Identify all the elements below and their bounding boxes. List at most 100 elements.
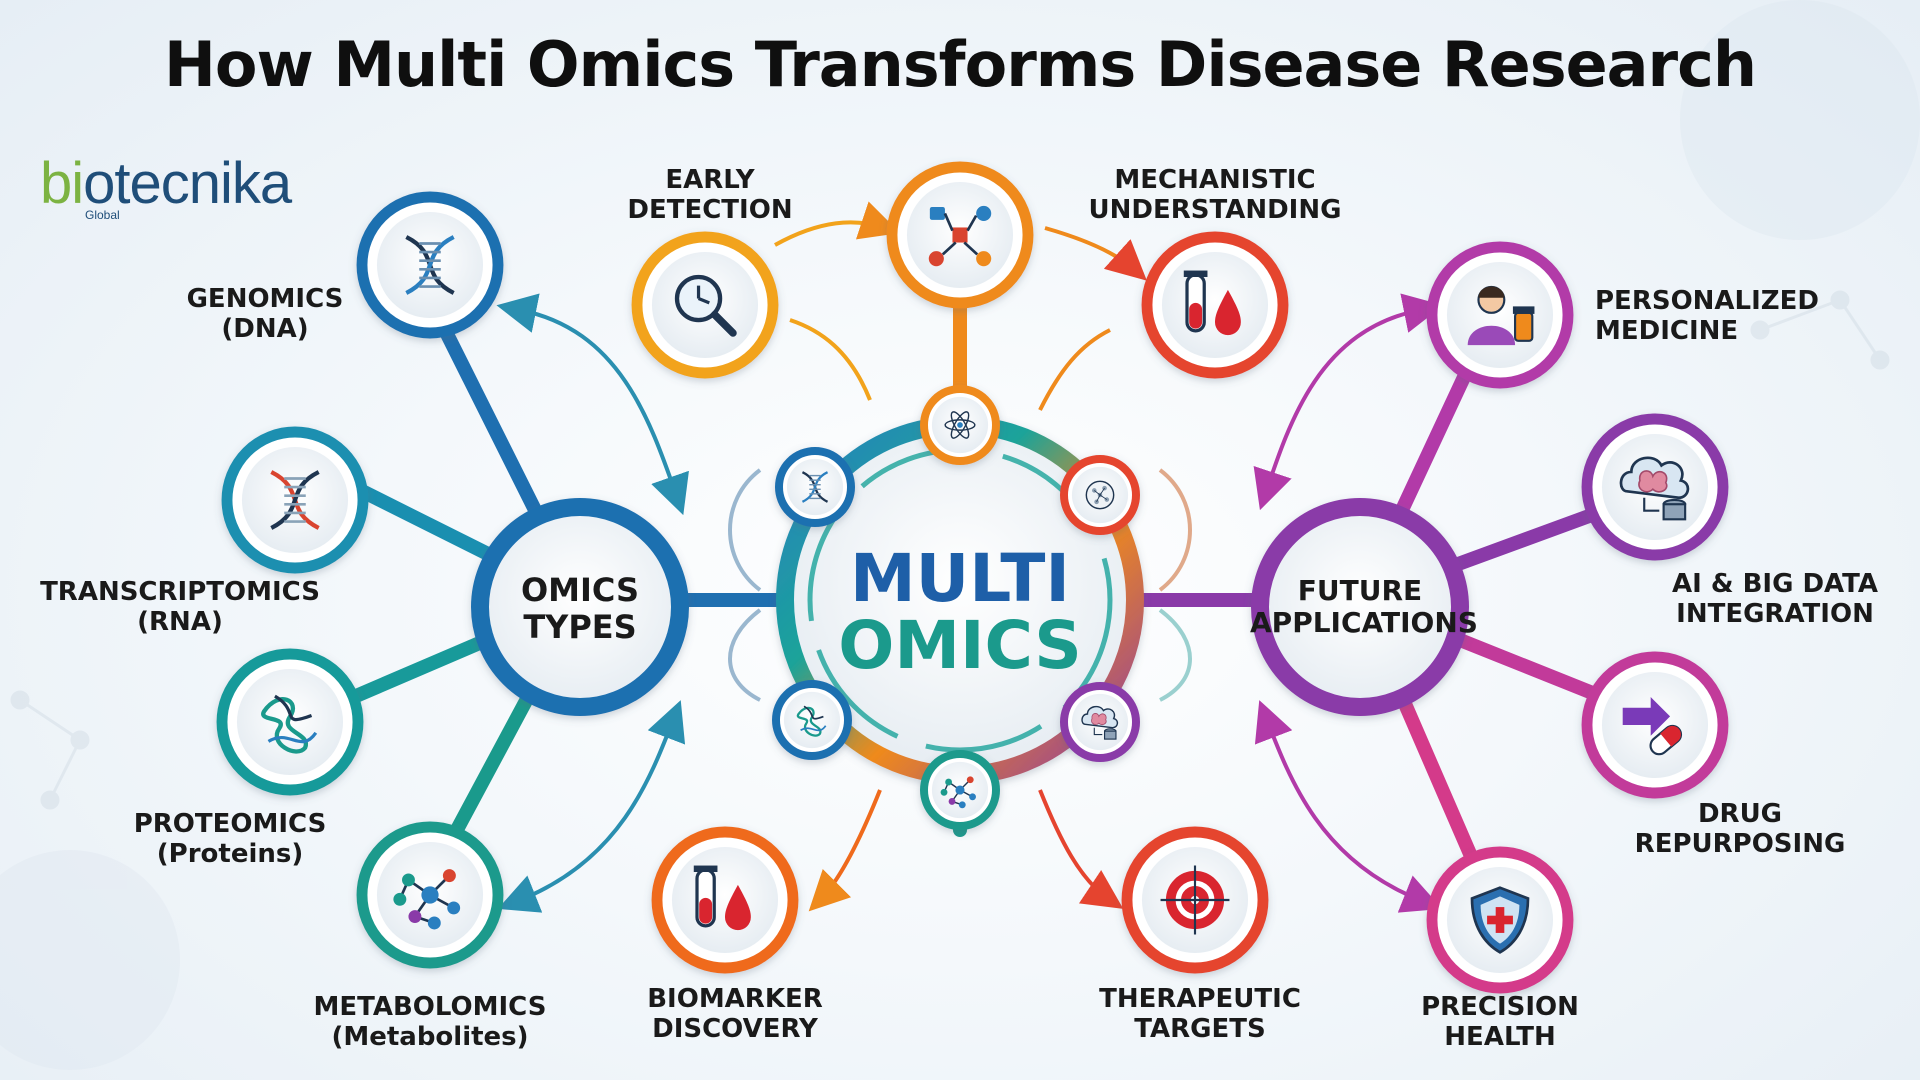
label-line2: (Metabolites) [331,1021,529,1052]
dna-icon [801,471,829,503]
label-metabolomics: METABOLOMICS (Metabolites) [300,992,560,1053]
future-applications-hub-label: FUTURE APPLICATIONS [1250,574,1478,640]
label-line2: HEALTH [1444,1021,1556,1052]
label-line1: PERSONALIZED [1595,286,1819,316]
label-line2: (RNA) [137,606,223,637]
node-personalized-medicine [1426,241,1574,389]
node-ai-big-data [1581,413,1729,561]
future-hub-line1: FUTURE [1297,574,1423,607]
label-biomarker-discovery: BIOMARKER DISCOVERY [625,984,845,1045]
label-line1: GENOMICS [186,284,344,314]
arrow-pill-icon [1622,697,1683,756]
rna-icon [270,470,320,530]
label-line2: TARGETS [1134,1013,1266,1044]
node-proteomics [216,648,364,796]
label-proteomics: PROTEOMICS (Proteins) [110,809,350,870]
label-drug-repurposing: DRUG REPURPOSING [1620,799,1860,860]
label-line1: THERAPEUTIC [1099,984,1301,1014]
node-mechanistic-understanding-disc [1161,251,1269,359]
node-biomarker-discovery [651,826,799,974]
logo-part-blue: otecnika [83,151,292,216]
ring-molecule-network-icon-4 [920,750,1000,830]
omics-hub-line1: OMICS [520,571,640,609]
label-line1: EARLY [665,165,755,195]
label-precision-health: PRECISION HEALTH [1390,992,1610,1053]
node-transcriptomics [221,426,369,574]
workflow-icon [928,205,992,267]
label-mechanistic-understanding: MECHANISTIC UNDERSTANDING [1080,165,1350,226]
hub-future-applications [1251,498,1469,716]
label-line2: REPURPOSING [1634,828,1846,859]
label-line1: AI & BIG DATA [1672,569,1878,599]
node-workflow [886,161,1034,309]
label-genomics: GENOMICS (DNA) [150,284,380,345]
ring-ai-brain-cloud-icon-5 [1060,682,1140,762]
ring-atom-icon-0 [920,385,1000,465]
label-line2: MEDICINE [1595,315,1739,346]
label-line1: PROTEOMICS [133,809,327,839]
network-cell-icon [1085,480,1115,510]
logo-part-green: bi [40,151,84,216]
label-therapeutic-targets: THERAPEUTIC TARGETS [1085,984,1315,1045]
node-biomarker-discovery-disc [671,846,779,954]
label-line1: TRANSCRIPTOMICS [40,577,320,607]
node-precision-health [1426,846,1574,994]
node-metabolomics [356,821,504,969]
nodes-layer [216,161,1729,994]
logo-subtitle: Global [85,208,120,222]
flow-arrows [496,201,1444,913]
center-label-line1: MULTI [850,540,1070,617]
label-transcriptomics: TRANSCRIPTOMICS (RNA) [30,577,330,638]
label-line1: PRECISION [1421,992,1579,1022]
node-mechanistic-understanding [1141,231,1289,379]
patient-medicine-icon [1467,285,1535,346]
center-ring-icons [772,385,1140,830]
omics-types-hub-label: OMICS TYPES [480,572,680,646]
label-line2: UNDERSTANDING [1088,194,1342,225]
atom-icon [944,411,976,439]
label-personalized-medicine: PERSONALIZED MEDICINE [1595,286,1835,347]
hub-omics-types [471,498,689,716]
hub-future-ring [1251,498,1469,716]
label-ai-big-data: AI & BIG DATA INTEGRATION [1650,569,1900,630]
magnifier-clock-icon [674,274,737,337]
node-early-detection [631,231,779,379]
omics-hub-line2: TYPES [523,607,637,646]
label-line2: (DNA) [221,313,309,344]
center-label: MULTI OMICS [800,545,1120,680]
label-line2: (Proteins) [156,838,304,869]
ring-network-cell-icon-2 [1060,455,1140,535]
node-genomics [356,191,504,339]
label-line1: DRUG [1697,799,1783,829]
label-line2: DETECTION [627,194,793,225]
molecule-network-icon [940,776,976,809]
dna-icon [405,235,455,295]
hub-omics-ring [471,498,689,716]
ai-brain-cloud-icon [1619,456,1690,521]
node-therapeutic-targets [1121,826,1269,974]
protein-icon [261,694,318,754]
test-tube-blood-icon [1183,270,1241,336]
label-line1: METABOLOMICS [313,992,547,1022]
node-personalized-medicine-disc [1446,261,1554,369]
center-label-line2: OMICS [838,607,1082,685]
logo-wordmark: biotecnika [40,150,292,217]
future-hub-line2: APPLICATIONS [1250,606,1478,640]
label-line2: DISCOVERY [652,1013,818,1044]
ring-dna-icon-1 [775,447,855,527]
metabolite-icon [393,869,461,930]
ai-brain-cloud-icon [1081,705,1119,740]
ring-protein-icon-3 [772,680,852,760]
hubs-layer [471,498,1469,716]
label-line1: BIOMARKER [647,984,823,1014]
biotecnika-logo: biotecnika Global [40,140,360,250]
label-line1: MECHANISTIC [1114,165,1316,195]
label-line2: INTEGRATION [1676,598,1874,629]
node-drug-repurposing [1581,651,1729,799]
protein-icon [796,705,827,737]
shield-cross-icon [1470,886,1530,954]
test-tube-blood-icon [693,865,751,931]
